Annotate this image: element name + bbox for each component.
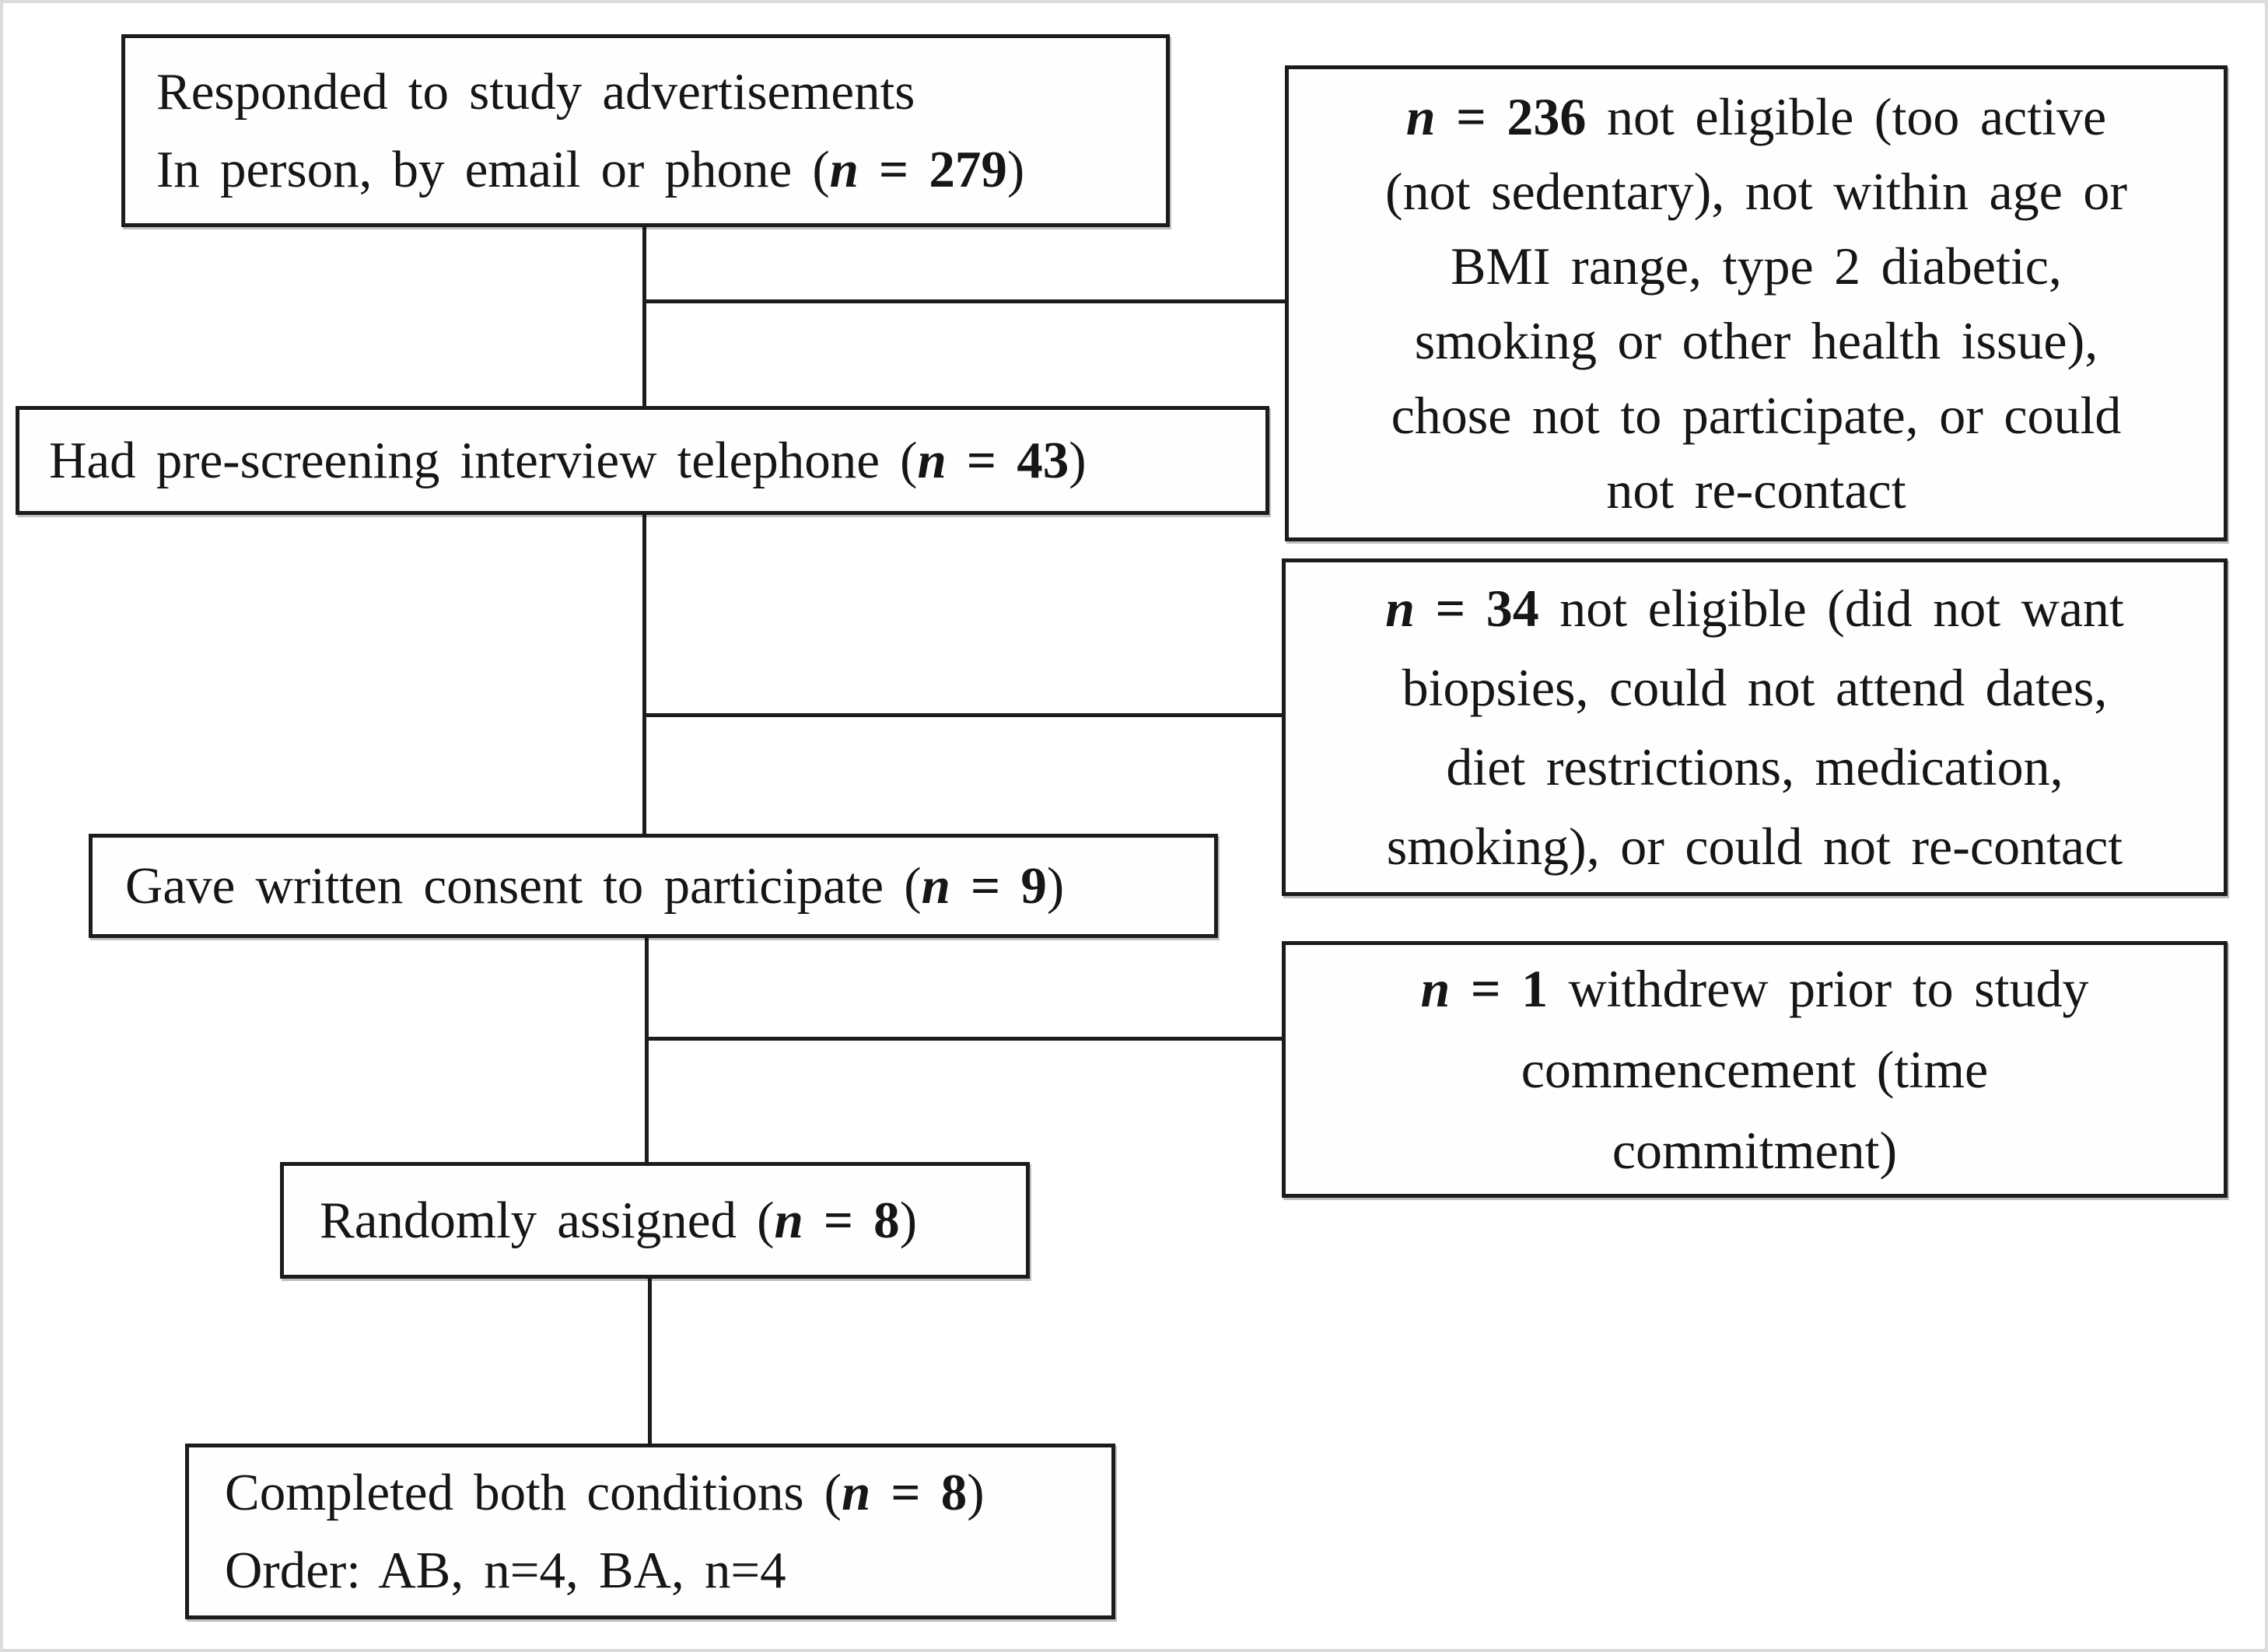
- box-text-line: commitment): [1612, 1121, 1898, 1180]
- box-text-line: smoking), or could not re-contact: [1386, 817, 2123, 876]
- box-text-line: Completed both conditions (n = 8): [225, 1464, 985, 1521]
- flow-box-not-eligible-236: n = 236 not eligible (too active (not se…: [1285, 65, 2228, 541]
- connector-branch-not-eligible-34: [642, 713, 1283, 717]
- flow-box-responded: Responded to study advertisements In per…: [121, 34, 1170, 227]
- box-text-line: Randomly assigned (n = 8): [320, 1192, 917, 1249]
- box-text-line: In person, by email or phone (n = 279): [156, 141, 1025, 198]
- connector-trunk-consent-to-randomized: [645, 936, 649, 1164]
- box-text-line: Order: AB, n=4, BA, n=4: [225, 1542, 786, 1599]
- box-text-line: not re-contact: [1606, 460, 1906, 520]
- box-text-line: n = 236 not eligible (too active: [1405, 87, 2107, 146]
- connector-branch-not-eligible-236: [642, 299, 1286, 303]
- connector-trunk-prescreen-to-consent: [642, 513, 646, 835]
- box-text-line: chose not to participate, or could: [1391, 386, 2122, 445]
- connector-trunk-responded-to-prescreen: [642, 227, 646, 408]
- connector-trunk-randomized-to-completed: [648, 1277, 652, 1445]
- box-text-line: (not sedentary), not within age or: [1384, 162, 2127, 221]
- box-text-line: diet restrictions, medication,: [1446, 737, 2063, 796]
- box-text-line: Gave written consent to participate (n =…: [125, 857, 1065, 915]
- box-text-line: n = 34 not eligible (did not want: [1385, 579, 2124, 638]
- box-text-line: n = 1 withdrew prior to study: [1420, 959, 2089, 1018]
- connector-branch-withdrew-1: [645, 1037, 1283, 1041]
- flow-box-not-eligible-34: n = 34 not eligible (did not want biopsi…: [1282, 558, 2228, 896]
- box-text-line: commencement (time: [1521, 1040, 1989, 1099]
- flow-box-prescreening-interview: Had pre-screening interview telephone (n…: [16, 406, 1269, 515]
- box-text-line: biopsies, could not attend dates,: [1402, 658, 2108, 717]
- box-text-line: smoking or other health issue),: [1414, 311, 2098, 370]
- flow-box-completed-both-conditions: Completed both conditions (n = 8) Order:…: [185, 1444, 1115, 1619]
- flow-box-written-consent: Gave written consent to participate (n =…: [89, 834, 1218, 938]
- flow-box-withdrew-1: n = 1 withdrew prior to study commenceme…: [1282, 941, 2228, 1198]
- flow-box-randomly-assigned: Randomly assigned (n = 8): [280, 1162, 1030, 1279]
- box-text-line: BMI range, type 2 diabetic,: [1451, 236, 2062, 296]
- box-text-line: Had pre-screening interview telephone (n…: [49, 432, 1087, 489]
- box-text-line: Responded to study advertisements: [156, 63, 915, 121]
